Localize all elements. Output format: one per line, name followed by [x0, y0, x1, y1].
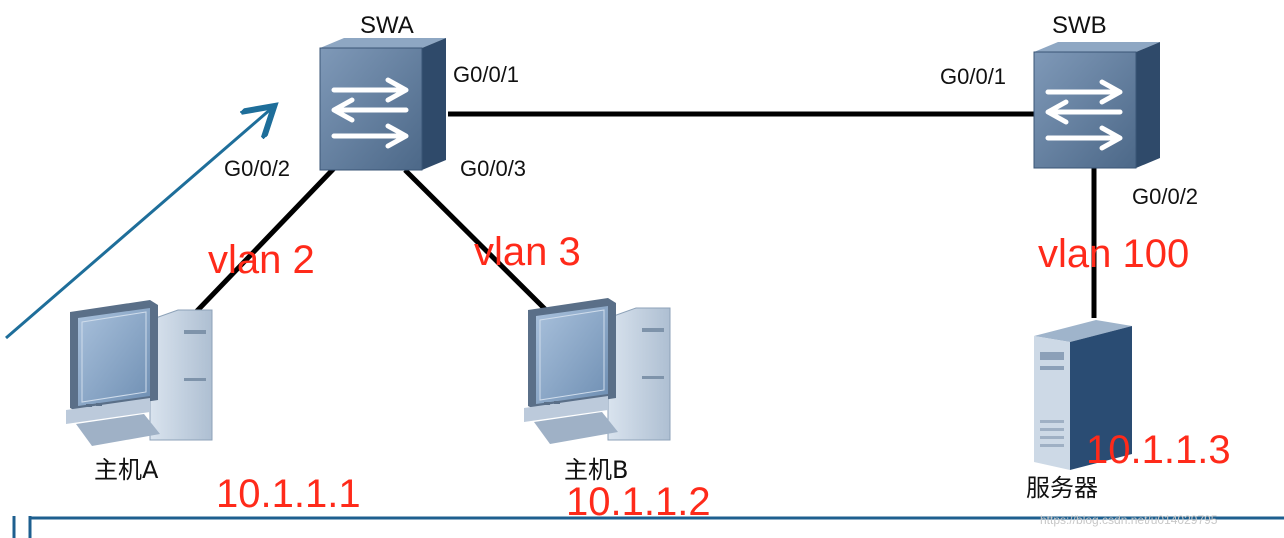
port-label-swa-g001: G0/0/1: [453, 62, 520, 87]
annotation-arrow: [5, 108, 272, 340]
host-label-server: 服务器: [1026, 474, 1098, 502]
server-icon: [1034, 320, 1132, 470]
switch-label-swa: SWA: [360, 12, 414, 39]
switch-icon: [1033, 42, 1160, 169]
host-label-a: 主机A: [94, 456, 159, 484]
switch-label-swb: SWB: [1052, 12, 1107, 39]
computer-icon: [66, 300, 213, 446]
computer-icon: [524, 298, 671, 444]
ip-label-host-a: 10.1.1.1: [216, 472, 361, 516]
ip-label-server: 10.1.1.3: [1086, 428, 1231, 472]
ip-label-host-b: 10.1.1.2: [566, 480, 711, 524]
vlan-label-host-b: vlan 3: [474, 230, 581, 274]
link-swa-host-b: [403, 168, 556, 320]
port-label-swa-g002: G0/0/2: [224, 156, 291, 181]
port-label-swb-g002: G0/0/2: [1132, 184, 1199, 209]
port-label-swa-g003: G0/0/3: [460, 156, 527, 181]
watermark: https://blog.csdn.net/u014029795: [1040, 513, 1218, 527]
port-label-swb-g001: G0/0/1: [940, 64, 1007, 89]
link-swa-host-a: [194, 158, 344, 314]
vlan-label-server: vlan 100: [1038, 232, 1190, 276]
switch-icon: [319, 38, 446, 171]
host-label-b: 主机B: [564, 456, 629, 484]
vlan-label-host-a: vlan 2: [208, 238, 315, 282]
